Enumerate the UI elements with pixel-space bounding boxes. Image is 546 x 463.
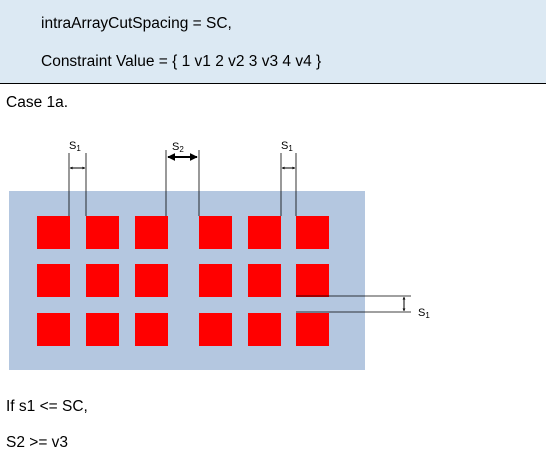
condition-line-2: S2 >= v3 xyxy=(6,434,69,451)
s2-dimension: S2 xyxy=(165,141,200,216)
cut-array xyxy=(37,216,329,346)
cut-square xyxy=(86,313,119,346)
cut-square xyxy=(248,264,281,297)
constraint-value-line: Constraint Value = { 1 v1 2 v2 3 v3 4 v4… xyxy=(41,53,322,70)
case-label: Case 1a. xyxy=(6,94,69,111)
cut-square xyxy=(296,313,329,346)
cut-square xyxy=(86,264,119,297)
rule-name-line: intraArrayCutSpacing = SC, xyxy=(41,15,232,32)
cut-square xyxy=(199,264,232,297)
cut-square xyxy=(296,264,329,297)
cut-square xyxy=(199,313,232,346)
s1-left-label: S1 xyxy=(69,140,81,153)
cut-square xyxy=(248,313,281,346)
cut-square xyxy=(37,313,70,346)
s1-right-label: S1 xyxy=(281,140,293,153)
cut-square xyxy=(296,216,329,249)
s1-right-dimension: S1 xyxy=(280,140,297,216)
rule-header: intraArrayCutSpacing = SC, Constraint Va… xyxy=(0,0,546,84)
s1-left-dimension: S1 xyxy=(68,140,87,216)
cut-square xyxy=(199,216,232,249)
cut-square xyxy=(135,216,168,249)
cut-square xyxy=(86,216,119,249)
condition-line-1: If s1 <= SC, xyxy=(6,398,88,415)
cut-square xyxy=(37,264,70,297)
cut-square xyxy=(135,264,168,297)
cut-square xyxy=(37,216,70,249)
s2-label: S2 xyxy=(172,141,184,154)
s1-vertical-label: S1 xyxy=(418,307,430,320)
s1-vertical-dimension: S1 xyxy=(296,295,430,320)
cut-square xyxy=(135,313,168,346)
cut-square xyxy=(248,216,281,249)
